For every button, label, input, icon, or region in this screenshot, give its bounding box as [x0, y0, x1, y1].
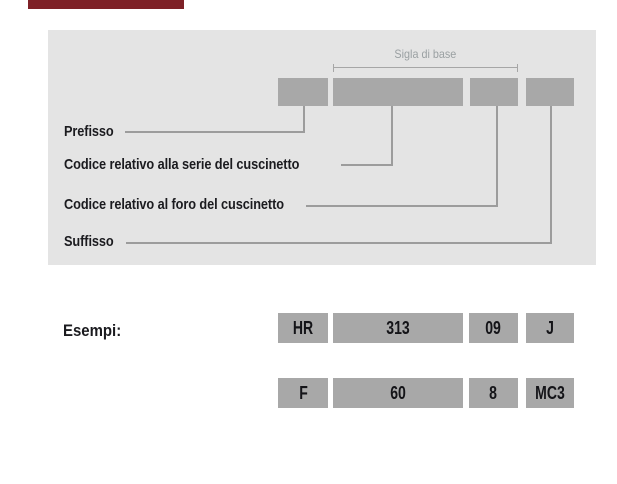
example1-suffix-value: J — [546, 317, 554, 338]
example-row-2: F 60 8 MC3 — [0, 378, 617, 408]
example2-series-box: 60 — [333, 378, 463, 408]
example1-bore-box: 09 — [469, 313, 518, 343]
basic-designation-bracket-label-text: Sigla di base — [394, 47, 457, 61]
prefix-label: Prefisso — [64, 123, 114, 140]
suffix-box — [526, 78, 574, 106]
example1-prefix-box: HR — [278, 313, 328, 343]
prefix-connector-horizontal — [125, 131, 305, 133]
header-accent-bar — [28, 0, 184, 9]
example2-series-value: 60 — [390, 382, 406, 403]
series-connector-horizontal — [341, 164, 393, 166]
bore-connector-horizontal — [306, 205, 498, 207]
example1-series-value: 313 — [386, 317, 410, 338]
suffix-connector-vertical — [550, 106, 552, 244]
series-box — [333, 78, 463, 106]
example2-suffix-value: MC3 — [535, 382, 565, 403]
suffix-connector-horizontal — [126, 242, 552, 244]
series-code-label: Codice relativo alla serie del cuscinett… — [64, 156, 300, 173]
examples-heading: Esempi: — [63, 321, 122, 340]
designation-diagram-panel: Sigla di base Prefisso Codice relativo a… — [48, 30, 596, 265]
basic-designation-bracket-label: Sigla di base — [333, 47, 518, 61]
example1-suffix-box: J — [526, 313, 574, 343]
bore-code-label: Codice relativo al foro del cuscinetto — [64, 196, 284, 213]
example1-prefix-value: HR — [292, 317, 314, 338]
series-connector-vertical — [391, 106, 393, 166]
prefix-box — [278, 78, 328, 106]
bore-box — [470, 78, 518, 106]
example1-series-box: 313 — [333, 313, 463, 343]
example2-suffix-box: MC3 — [526, 378, 574, 408]
example2-bore-value: 8 — [489, 382, 498, 403]
suffix-label: Suffisso — [64, 233, 114, 250]
basic-designation-bracket — [333, 64, 518, 74]
example1-bore-value: 09 — [485, 317, 502, 338]
example2-prefix-box: F — [278, 378, 328, 408]
example2-prefix-value: F — [298, 382, 308, 403]
example-row-1: HR 313 09 J — [0, 313, 617, 343]
prefix-connector-vertical — [303, 106, 305, 133]
example2-bore-box: 8 — [469, 378, 518, 408]
bore-connector-vertical — [496, 106, 498, 207]
